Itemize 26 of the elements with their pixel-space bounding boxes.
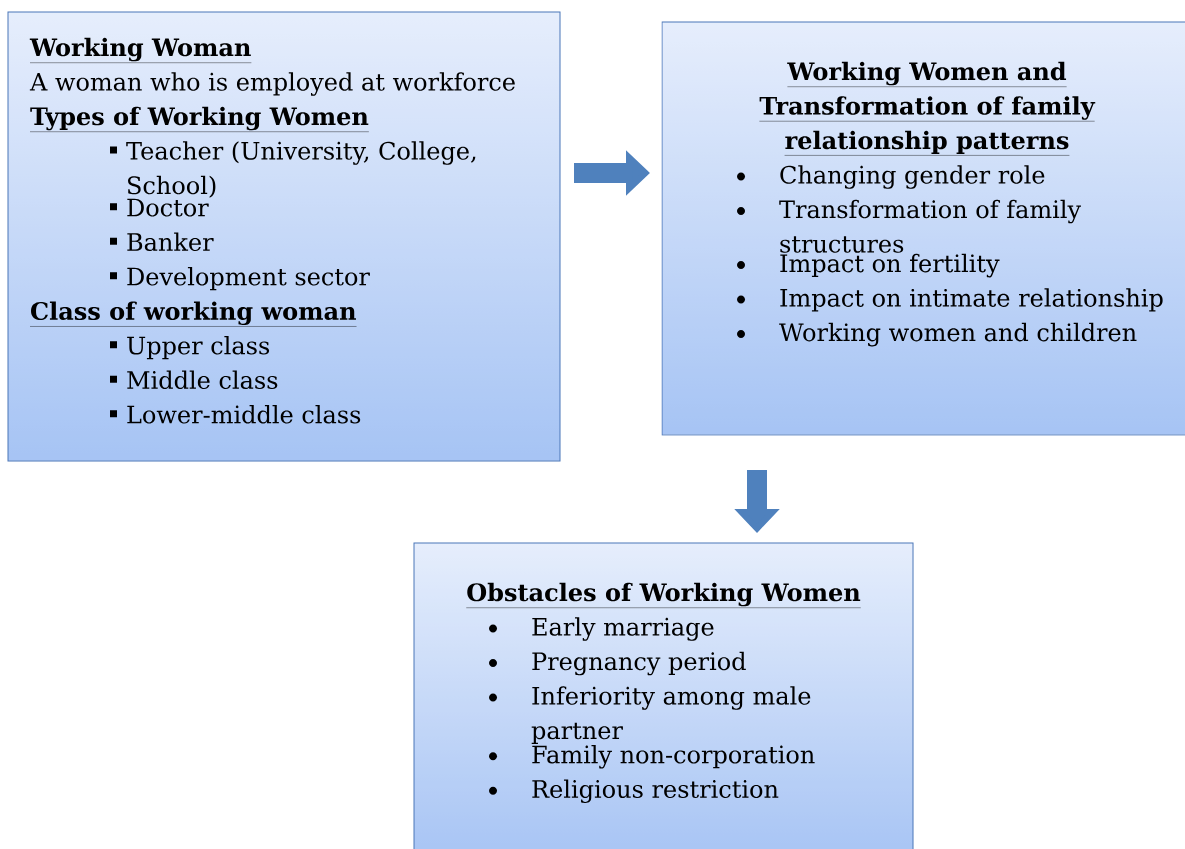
text-box <box>7 11 561 462</box>
list-item: Upper class <box>110 336 270 360</box>
list-item: Transformation of family structures <box>737 199 1081 253</box>
list-item: Inferiority among male partner <box>489 686 811 744</box>
list-item: Middle class <box>110 370 278 390</box>
list-item: Early marriage <box>489 617 714 641</box>
list-item: Impact on intimate relationship <box>737 288 1163 312</box>
heading: Working Women and Transformation of family relationship patterns <box>759 61 1096 156</box>
list-item: Changing gender role <box>737 165 1045 189</box>
list-item: Family non-corporation <box>489 745 815 769</box>
list-item: Impact on fertility <box>737 253 1000 278</box>
heading: Working Woman <box>29 37 252 63</box>
description: A woman who is employed at workforce <box>29 72 515 96</box>
heading: Obstacles of Working Women <box>466 582 861 608</box>
heading: Class of working woman <box>29 301 357 327</box>
list-item: Banker <box>110 232 214 252</box>
text-box <box>661 21 1185 436</box>
text-box <box>413 542 914 849</box>
list-item: Doctor <box>110 198 209 217</box>
list-item: Lower-middle class <box>110 405 361 424</box>
list-item: Teacher (University, College, School) <box>110 141 476 198</box>
heading: Types of Working Women <box>29 106 370 132</box>
list-item: Pregnancy period <box>489 651 746 676</box>
list-item: Working women and children <box>737 322 1137 347</box>
list-item: Religious restriction <box>489 779 779 804</box>
list-item: Development sector <box>110 267 370 291</box>
